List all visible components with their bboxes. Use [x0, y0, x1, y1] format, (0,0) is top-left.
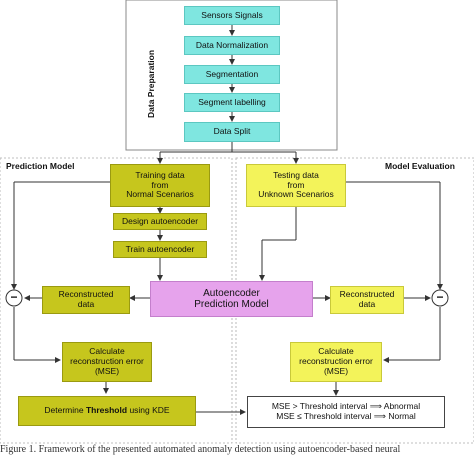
determine-threshold-box: Determine Threshold using KDE	[18, 396, 196, 426]
step-data-normalization: Data Normalization	[184, 36, 280, 55]
step-segment-labelling: Segment labelling	[184, 93, 280, 112]
design-autoencoder-box: Design autoencoder	[113, 213, 207, 230]
autoencoder-prediction-model: Autoencoder Prediction Model	[150, 281, 313, 317]
left-subtract-node	[5, 289, 23, 307]
data-preparation-label: Data Preparation	[146, 49, 156, 118]
right-subtract-node	[431, 289, 449, 307]
testing-data-box: Testing data from Unknown Scenarios	[246, 164, 346, 207]
model-evaluation-panel	[235, 157, 474, 444]
threshold-keyword: Threshold	[85, 405, 128, 416]
calculate-mse-right: Calculate reconstruction error (MSE)	[290, 342, 382, 382]
left-minus-symbol: −	[10, 290, 18, 305]
right-minus-symbol: −	[436, 290, 444, 305]
prediction-model-panel	[0, 157, 233, 444]
training-data-box: Training data from Normal Scenarios	[110, 164, 210, 207]
calculate-mse-left: Calculate reconstruction error (MSE)	[62, 342, 152, 382]
train-autoencoder-box: Train autoencoder	[113, 241, 207, 258]
threshold-prefix: Determine	[44, 405, 84, 416]
step-data-split: Data Split	[184, 122, 280, 142]
classification-rules-box: MSE > Threshold interval ⟹ Abnormal MSE …	[247, 396, 445, 428]
rule-normal: MSE ≤ Threshold interval ⟹ Normal	[276, 411, 416, 421]
model-evaluation-title: Model Evaluation	[385, 161, 455, 171]
figure-caption: Figure 1. Framework of the presented aut…	[0, 444, 401, 455]
prediction-model-title: Prediction Model	[6, 161, 75, 171]
reconstructed-data-left: Reconstructed data	[42, 286, 130, 314]
rule-abnormal: MSE > Threshold interval ⟹ Abnormal	[271, 401, 421, 412]
step-sensors-signals: Sensors Signals	[184, 6, 280, 25]
reconstructed-data-right: Reconstructed data	[330, 286, 404, 314]
step-segmentation: Segmentation	[184, 65, 280, 84]
threshold-suffix: using KDE	[129, 405, 170, 416]
